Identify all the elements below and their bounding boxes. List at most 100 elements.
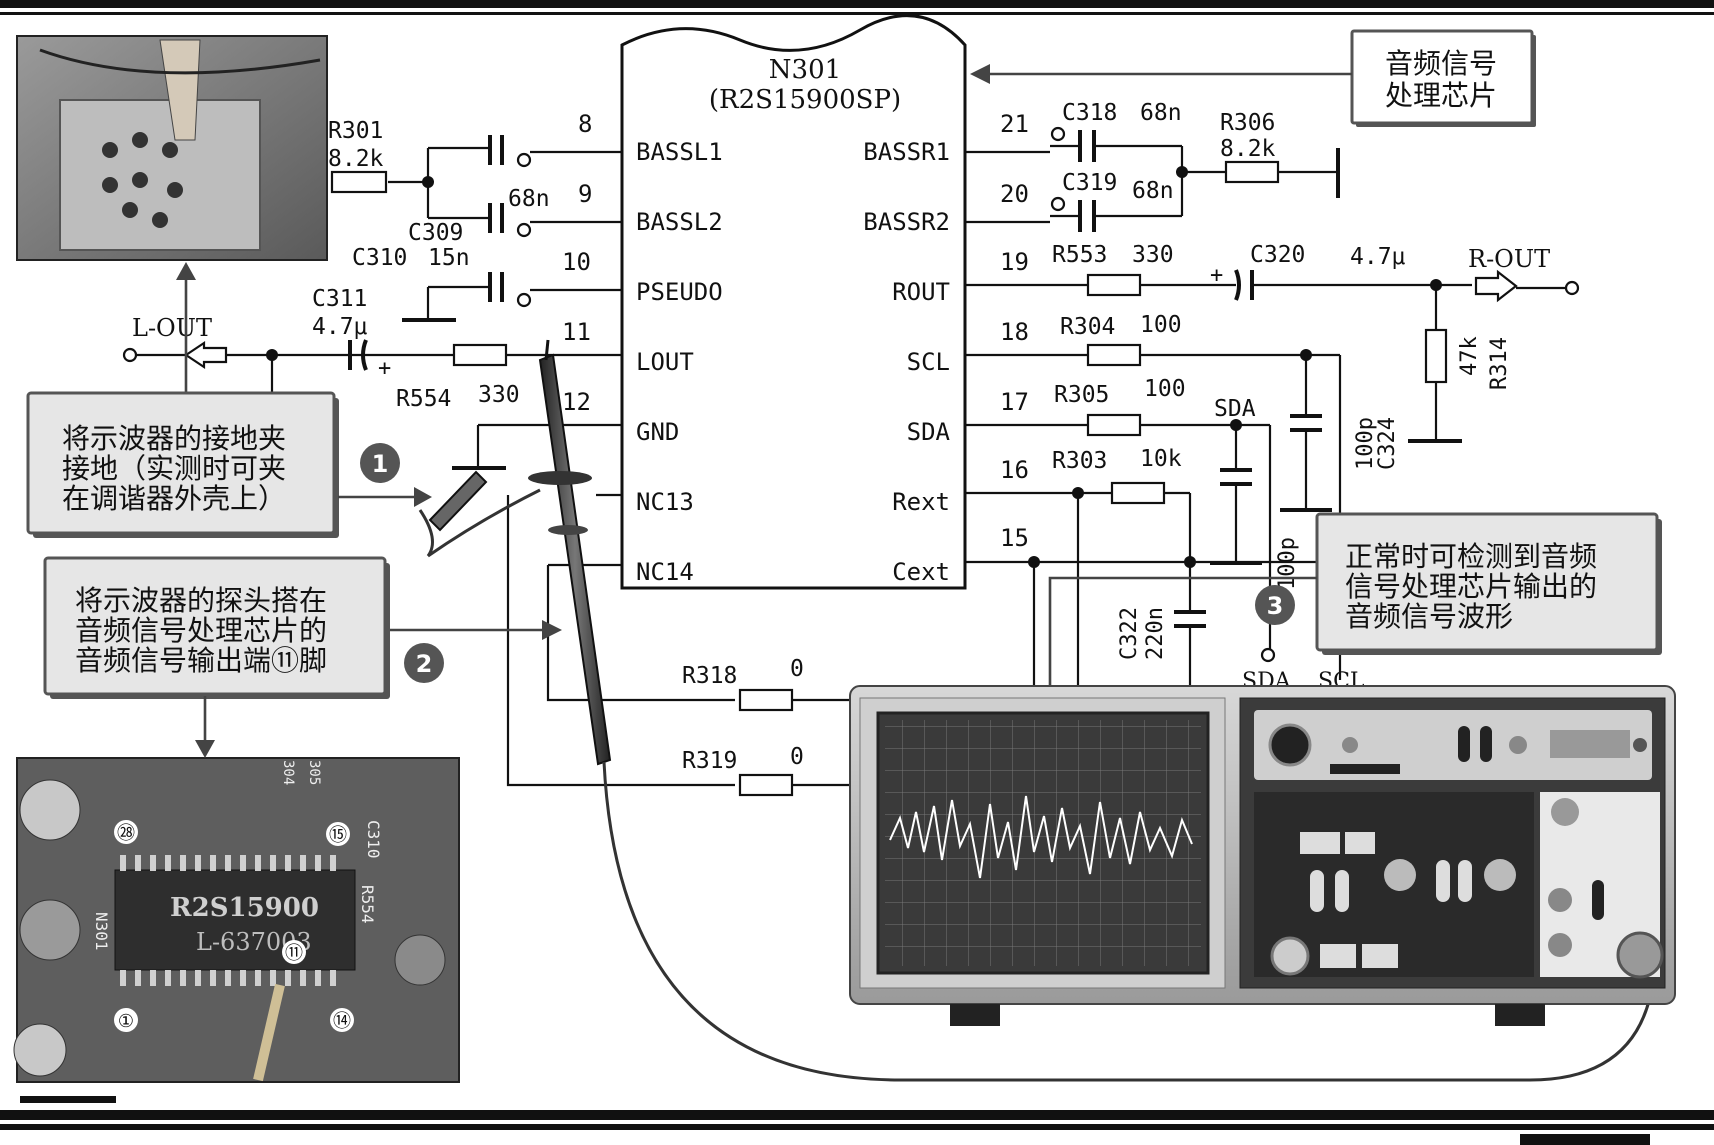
r301-value: 8.2k [328, 146, 384, 172]
bottom-right-mark [1520, 1134, 1650, 1145]
r553-value: 330 [1132, 242, 1174, 268]
step1-line3: 在调谐器外壳上） [62, 482, 286, 515]
probe-cable [602, 761, 1657, 1082]
sda-net-label: SDA [1214, 396, 1256, 422]
step3-line2: 信号处理芯片输出的 [1345, 570, 1597, 603]
svg-text:+: + [378, 356, 391, 381]
pin-name-cext: Cext [892, 558, 950, 586]
r306-value: 8.2k [1220, 136, 1276, 162]
l-out-terminal [122, 347, 138, 363]
r301-label: R301 [328, 118, 383, 144]
c324-value: 100p [1353, 417, 1378, 470]
c311-label: C311 [312, 286, 367, 312]
pcb-photo: R2S15900 L-637003 N301 C310 R554 304 305… [13, 757, 460, 1083]
r314-resistor [1424, 328, 1448, 384]
pcb-pin-11: ⑪ [285, 943, 303, 964]
c319-label: C319 [1062, 170, 1117, 196]
pin-num-19: 19 [1000, 248, 1029, 276]
r303-resistor [1110, 481, 1166, 505]
svg-text:1: 1 [372, 450, 389, 478]
c325-value: 100p [1275, 537, 1300, 590]
scope-waveform [889, 795, 1193, 879]
step1-line1: 将示波器的接地夹 [62, 422, 286, 455]
ground-clip [418, 470, 541, 558]
pin-name-rout: ROUT [892, 278, 950, 306]
r305-value: 100 [1144, 376, 1186, 402]
r318-label: R318 [682, 663, 737, 689]
probe-tip-photo [253, 983, 285, 1082]
c311-value: 4.7μ [312, 314, 368, 340]
pin-name-bassl2: BASSL2 [636, 208, 723, 236]
r304-label: R304 [1060, 314, 1115, 340]
step2-line2: 音频信号处理芯片的 [75, 614, 327, 647]
pin-name-lout: LOUT [636, 348, 694, 376]
r553-resistor [1086, 273, 1142, 297]
step3-line3: 音频信号波形 [1345, 600, 1513, 633]
pin-name-bassr2: BASSR2 [863, 208, 950, 236]
bottom-border-thin [0, 1124, 1714, 1130]
right-circuit: C318 68n C319 68n R306 8.2k + R553 330 C… [965, 100, 1580, 694]
r554-value: 330 [478, 382, 520, 408]
callout-chip-label: 音频信号 处理芯片 [1350, 29, 1536, 127]
r314-label: R314 [1487, 337, 1512, 390]
pcb-pin-1: ① [118, 1011, 134, 1032]
pin-name-gnd: GND [636, 418, 679, 446]
c310-value: 15n [428, 245, 470, 271]
c324-label: C324 [1375, 417, 1400, 470]
pin-num-17: 17 [1000, 388, 1029, 416]
c309-label: C309 [408, 220, 463, 246]
chip-body [620, 14, 967, 590]
c319-value: 68n [1132, 178, 1174, 204]
pin-num-20: 20 [1000, 180, 1029, 208]
pcb-ref-r554: R554 [358, 885, 377, 924]
r304-value: 100 [1140, 312, 1182, 338]
pcb-ref-304: 304 [280, 760, 296, 785]
r318-resistor [738, 688, 794, 712]
pin-name-bassl1: BASSL1 [636, 138, 723, 166]
pin-num-10: 10 [562, 248, 591, 276]
r306-resistor [1224, 160, 1280, 184]
c318-label: C318 [1062, 100, 1117, 126]
bottom-border [0, 1110, 1714, 1120]
r303-value: 10k [1140, 446, 1182, 472]
step1-line2: 接地（实测时可夹 [62, 452, 286, 485]
pin-num-11: 11 [562, 318, 591, 346]
pcb-ref-c310: C310 [364, 820, 383, 859]
step-badge-1: 1 [360, 443, 400, 483]
chip-label-line1: 音频信号 [1385, 47, 1497, 80]
r319-label: R319 [682, 748, 737, 774]
r305-resistor [1086, 413, 1142, 437]
c318-value: 68n [1140, 100, 1182, 126]
pin-name-rext: Rext [892, 488, 950, 516]
pcb-pin-14: ⑭ [333, 1011, 351, 1032]
pin-num-21: 21 [1000, 110, 1029, 138]
chip-part-number: (R2S15900SP) [709, 85, 901, 115]
pcb-ref-n301: N301 [92, 912, 111, 951]
pcb-pin-15: ⑮ [329, 825, 347, 846]
c310-label: C310 [352, 245, 407, 271]
r554-resistor [452, 343, 508, 367]
pin-name-nc13: NC13 [636, 488, 694, 516]
callout-step1: 将示波器的接地夹 接地（实测时可夹 在调谐器外壳上） [26, 391, 339, 538]
svg-text:+: + [1210, 263, 1223, 288]
oscilloscope [849, 685, 1676, 1026]
r319-resistor [738, 773, 794, 797]
left-circuit: R301 8.2k 68n C309 C310 15n + C311 4.7μ … [122, 118, 850, 797]
step-badge-3: 3 [1255, 585, 1295, 625]
c320-label: C320 [1250, 242, 1305, 268]
c322-label: C322 [1117, 607, 1142, 660]
pcb-ref-305: 305 [306, 760, 322, 785]
r314-value: 47k [1457, 336, 1482, 376]
pcb-pin-28: ㉘ [117, 823, 135, 844]
bottom-left-mark [20, 1096, 116, 1103]
tuner-photo [16, 35, 328, 261]
chip-label-line2: 处理芯片 [1385, 79, 1497, 112]
step-badge-2: 2 [404, 643, 444, 683]
step2-line3: 音频信号输出端⑪脚 [75, 644, 327, 677]
r553-label: R553 [1052, 242, 1107, 268]
step3-line1: 正常时可检测到音频 [1345, 540, 1597, 573]
r304-resistor [1086, 343, 1142, 367]
r554-label: R554 [396, 386, 451, 412]
chip-n301: N301 (R2S15900SP) BASSL1 BASSL2 PSEUDO L… [562, 14, 1029, 590]
